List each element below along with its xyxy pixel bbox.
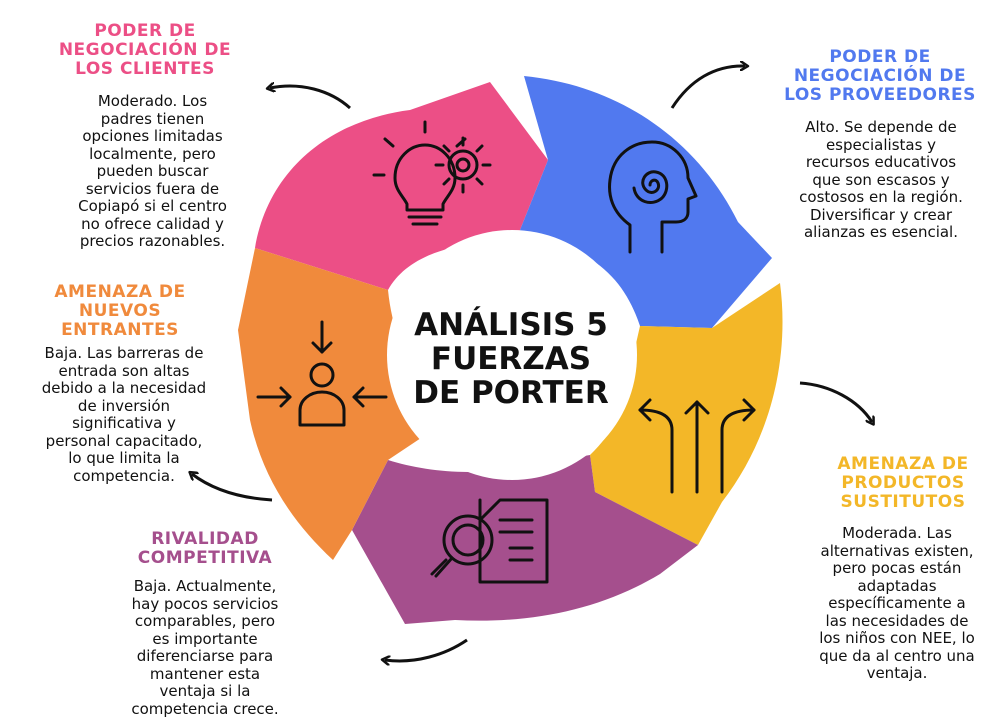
clientes-title-line: LOS CLIENTES bbox=[40, 60, 250, 79]
sustitutos-text-line: específicamente a bbox=[786, 595, 1008, 613]
clientes-title: PODER DE NEGOCIACIÓN DE LOS CLIENTES bbox=[40, 22, 250, 79]
proveedores-title-line: NEGOCIACIÓN DE bbox=[765, 67, 995, 86]
nuevos-text-line: significativa y bbox=[18, 415, 230, 433]
sustitutos-text-line: que da al centro una bbox=[786, 648, 1008, 666]
rivalidad-title-line: COMPETITIVA bbox=[105, 549, 305, 568]
rivalidad-title: RIVALIDAD COMPETITIVA bbox=[105, 530, 305, 568]
nuevos-text-line: debido a la necesidad bbox=[18, 380, 230, 398]
rivalidad-text-line: mantener esta bbox=[95, 666, 315, 684]
clientes-text: Moderado. Los padres tienen opciones lim… bbox=[45, 93, 260, 251]
rivalidad-title-line: RIVALIDAD bbox=[105, 530, 305, 549]
clientes-text-line: servicios fuera de bbox=[45, 181, 260, 199]
nuevos-title-line: ENTRANTES bbox=[30, 321, 210, 340]
nuevos-text-line: de inversión bbox=[18, 398, 230, 416]
proveedores-text-line: alianzas es esencial. bbox=[768, 224, 994, 242]
rivalidad-text-line: competencia crece. bbox=[95, 701, 315, 718]
proveedores-title-line: PODER DE bbox=[765, 48, 995, 67]
rivalidad-text-line: ventaja si la bbox=[95, 683, 315, 701]
clientes-text-line: precios razonables. bbox=[45, 233, 260, 251]
rivalidad-text-line: comparables, pero bbox=[95, 613, 315, 631]
center-title: ANÁLISIS 5 FUERZAS DE PORTER bbox=[400, 308, 622, 410]
sustitutos-title-line: SUSTITUTOS bbox=[798, 493, 1008, 512]
nuevos-title-line: AMENAZA DE bbox=[30, 283, 210, 302]
clientes-text-line: pueden buscar bbox=[45, 163, 260, 181]
clientes-text-line: Copiapó si el centro bbox=[45, 198, 260, 216]
rivalidad-text-line: hay pocos servicios bbox=[95, 596, 315, 614]
clientes-text-line: padres tienen bbox=[45, 111, 260, 129]
proveedores-text-line: Diversificar y crear bbox=[768, 207, 994, 225]
center-title-line-2: FUERZAS bbox=[400, 342, 622, 376]
nuevos-text: Baja. Las barreras de entrada son altas … bbox=[18, 345, 230, 485]
sustitutos-text-line: Moderada. Las bbox=[786, 525, 1008, 543]
nuevos-text-line: lo que limita la bbox=[18, 450, 230, 468]
proveedores-title-line: LOS PROVEEDORES bbox=[765, 86, 995, 105]
arrow-to-proveedores bbox=[672, 66, 745, 108]
arrow-to-rivalidad bbox=[385, 640, 467, 661]
sustitutos-text-line: las necesidades de bbox=[786, 613, 1008, 631]
center-title-line-3: DE PORTER bbox=[400, 376, 622, 410]
arrow-to-clientes bbox=[270, 86, 350, 108]
clientes-title-line: NEGOCIACIÓN DE bbox=[40, 41, 250, 60]
sustitutos-text-line: ventaja. bbox=[786, 665, 1008, 683]
center-title-line-1: ANÁLISIS 5 bbox=[400, 308, 622, 342]
sustitutos-title-line: AMENAZA DE bbox=[798, 455, 1008, 474]
clientes-text-line: Moderado. Los bbox=[45, 93, 260, 111]
proveedores-text-line: recursos educativos bbox=[768, 154, 994, 172]
sustitutos-text-line: los niños con NEE, lo bbox=[786, 630, 1008, 648]
sustitutos-title: AMENAZA DE PRODUCTOS SUSTITUTOS bbox=[798, 455, 1008, 512]
proveedores-text: Alto. Se depende de especialistas y recu… bbox=[768, 119, 994, 242]
clientes-text-line: localmente, pero bbox=[45, 146, 260, 164]
sustitutos-title-line: PRODUCTOS bbox=[798, 474, 1008, 493]
clientes-text-line: opciones limitadas bbox=[45, 128, 260, 146]
nuevos-title-line: NUEVOS bbox=[30, 302, 210, 321]
rivalidad-text: Baja. Actualmente, hay pocos servicios c… bbox=[95, 578, 315, 718]
proveedores-title: PODER DE NEGOCIACIÓN DE LOS PROVEEDORES bbox=[765, 48, 995, 105]
sustitutos-text: Moderada. Las alternativas existen, pero… bbox=[786, 525, 1008, 683]
nuevos-text-line: entrada son altas bbox=[18, 363, 230, 381]
clientes-text-line: no ofrece calidad y bbox=[45, 216, 260, 234]
proveedores-text-line: especialistas y bbox=[768, 137, 994, 155]
nuevos-title: AMENAZA DE NUEVOS ENTRANTES bbox=[30, 283, 210, 340]
rivalidad-text-line: diferenciarse para bbox=[95, 648, 315, 666]
nuevos-text-line: Baja. Las barreras de bbox=[18, 345, 230, 363]
sustitutos-text-line: pero pocas están bbox=[786, 560, 1008, 578]
arrow-to-sustitutos bbox=[800, 383, 872, 422]
rivalidad-text-line: Baja. Actualmente, bbox=[95, 578, 315, 596]
proveedores-text-line: que son escasos y bbox=[768, 172, 994, 190]
rivalidad-text-line: es importante bbox=[95, 631, 315, 649]
clientes-title-line: PODER DE bbox=[40, 22, 250, 41]
proveedores-text-line: Alto. Se depende de bbox=[768, 119, 994, 137]
sustitutos-text-line: adaptadas bbox=[786, 578, 1008, 596]
sustitutos-text-line: alternativas existen, bbox=[786, 543, 1008, 561]
nuevos-text-line: personal capacitado, bbox=[18, 433, 230, 451]
proveedores-text-line: costosos en la región. bbox=[768, 189, 994, 207]
nuevos-text-line: competencia. bbox=[18, 468, 230, 486]
